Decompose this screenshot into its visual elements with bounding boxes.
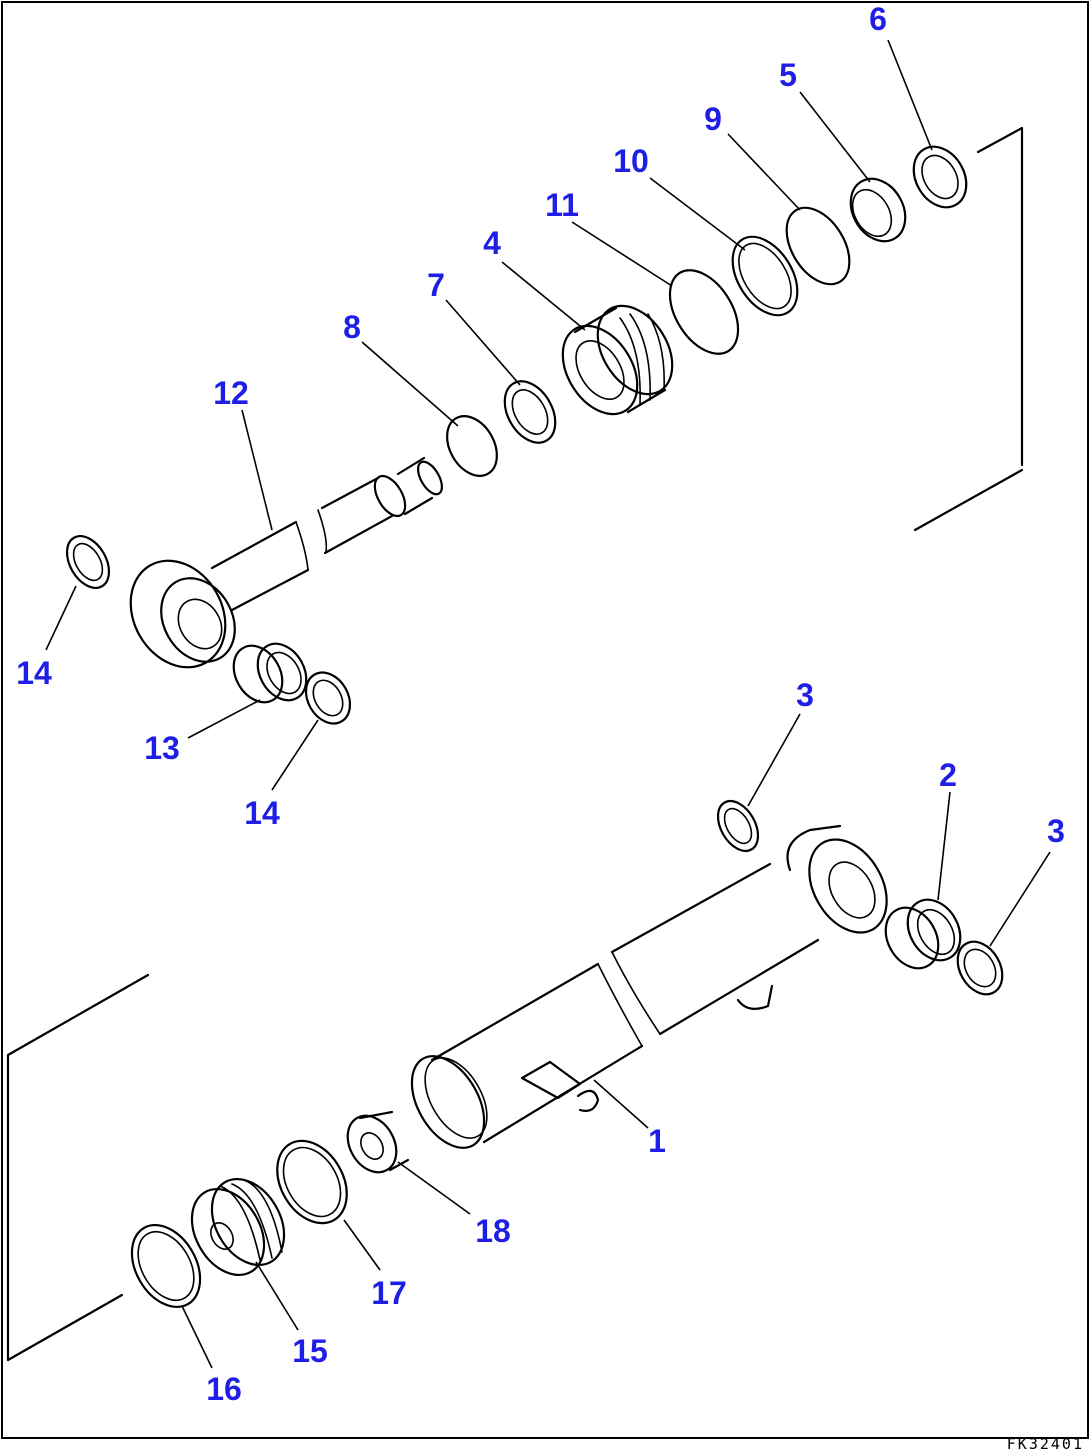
part-17-piston-ring: [276, 1139, 348, 1225]
callout-14-b: 14: [244, 795, 280, 831]
callout-3-a: 3: [796, 677, 814, 713]
part-12-piston-rod: [129, 456, 444, 669]
callout-3-b: 3: [1047, 813, 1065, 849]
part-16-wear-ring: [130, 1223, 202, 1309]
callout-17: 17: [371, 1275, 407, 1311]
callout-13: 13: [144, 730, 180, 766]
part-1-cylinder-tube: [410, 824, 888, 1149]
part-6-dust-seal: [912, 145, 968, 209]
part-9-o-ring: [785, 206, 851, 286]
callout-6: 6: [869, 1, 887, 37]
part-8-snap-ring: [446, 415, 498, 477]
callout-12: 12: [213, 375, 249, 411]
part-4-cylinder-head: [561, 304, 674, 416]
callout-1: 1: [648, 1123, 666, 1159]
callout-7: 7: [427, 267, 445, 303]
callout-18: 18: [475, 1213, 511, 1249]
callout-16: 16: [206, 1371, 242, 1407]
part-3-dust-seal-a: [716, 800, 760, 852]
part-2-bushing: [884, 898, 962, 970]
lower-bracket-lines: [6, 973, 150, 1362]
callout-5: 5: [779, 57, 797, 93]
part-14-dust-seal-a: [65, 535, 111, 589]
callout-numbers: 6 5 9 10 11 4 7 8 12 14 13 14 3 2 3 1 18…: [16, 1, 1065, 1407]
part-18-nut: [346, 1110, 410, 1174]
callout-4: 4: [483, 225, 501, 261]
callout-15: 15: [292, 1333, 328, 1369]
part-10-backup-ring: [731, 235, 799, 317]
part-15-piston: [190, 1177, 286, 1277]
leader-lines: [45, 39, 1051, 1369]
callout-2: 2: [939, 757, 957, 793]
callout-11: 11: [545, 187, 579, 223]
part-7-seal: [503, 380, 557, 444]
part-14-dust-seal-b: [304, 671, 352, 725]
callout-10: 10: [613, 143, 649, 179]
upper-bracket-lines: [913, 126, 1024, 532]
part-11-o-ring: [668, 269, 740, 355]
part-3-dust-seal-b: [956, 940, 1004, 996]
callout-8: 8: [343, 309, 361, 345]
part-13-bushing: [232, 642, 308, 704]
drawing-code: FK32401: [1007, 1435, 1084, 1453]
part-5-bushing: [849, 177, 907, 243]
callout-9: 9: [704, 101, 722, 137]
callout-14-a: 14: [16, 655, 52, 691]
